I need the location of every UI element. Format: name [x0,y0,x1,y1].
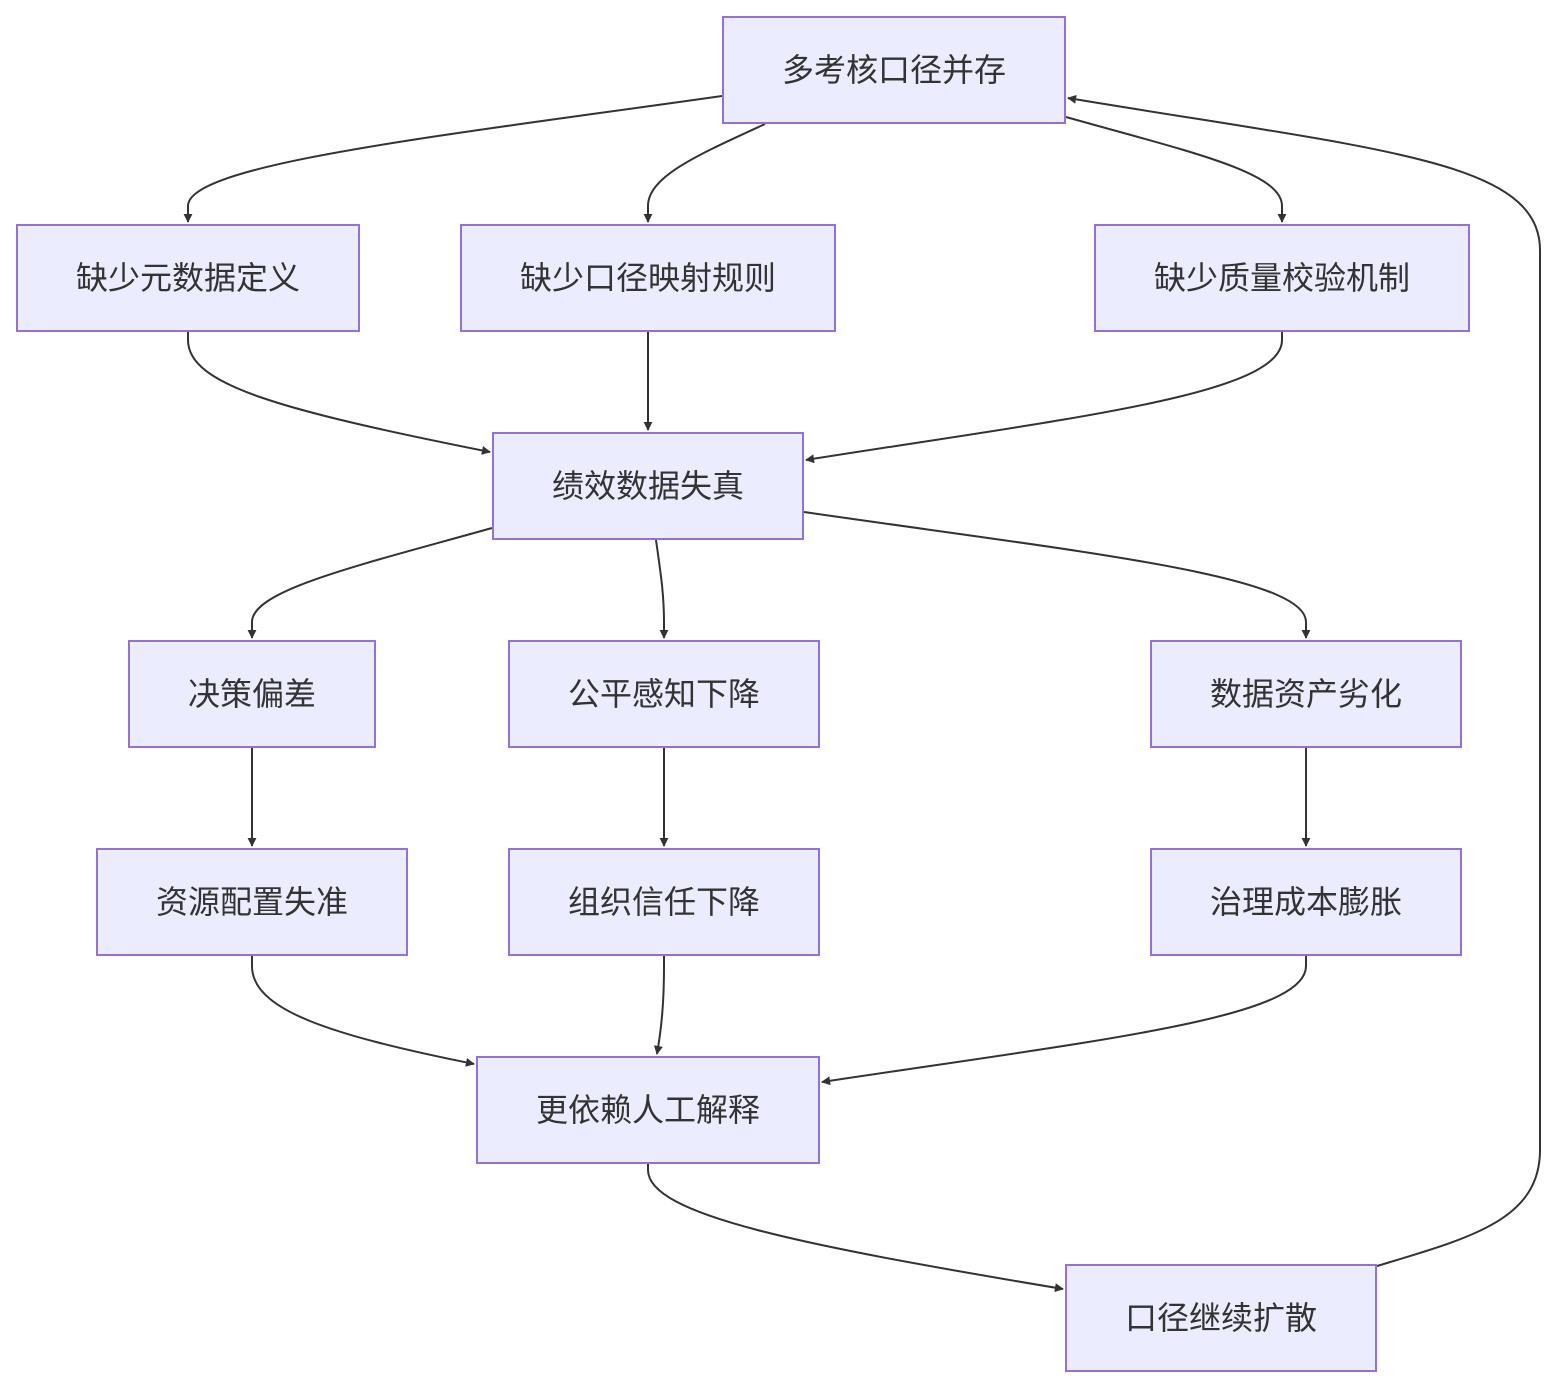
node-multiple-metric-definitions[interactable]: 多考核口径并存 [722,16,1066,124]
node-fairness-perception-decline[interactable]: 公平感知下降 [508,640,820,748]
node-missing-metadata-definition[interactable]: 缺少元数据定义 [16,224,360,332]
edge-e-f [247,527,493,639]
edge-a-c [643,123,766,223]
node-data-asset-degradation[interactable]: 数据资产劣化 [1150,640,1462,748]
edge-d-e [805,332,1283,464]
edge-l-m [647,1164,1064,1293]
node-missing-mapping-rules[interactable]: 缺少口径映射规则 [460,224,836,332]
edge-e-g [655,539,669,639]
edge-b-e [187,332,491,455]
edge-m-a [1067,94,1541,1267]
node-reliance-on-manual-interpretation[interactable]: 更依赖人工解释 [476,1056,820,1164]
edge-i-l [251,956,475,1067]
node-performance-data-distortion[interactable]: 绩效数据失真 [492,432,804,540]
edge-e-h [803,511,1311,639]
edge-a-d [1065,116,1287,223]
node-missing-quality-checks[interactable]: 缺少质量校验机制 [1094,224,1470,332]
edge-k-l [821,956,1307,1086]
node-organizational-trust-decline[interactable]: 组织信任下降 [508,848,820,956]
node-definitions-keep-spreading[interactable]: 口径继续扩散 [1065,1264,1377,1372]
edge-j-l [653,956,665,1055]
node-governance-cost-inflation[interactable]: 治理成本膨胀 [1150,848,1462,956]
node-decision-bias[interactable]: 决策偏差 [128,640,376,748]
edge-a-b [183,95,723,223]
node-resource-misallocation[interactable]: 资源配置失准 [96,848,408,956]
